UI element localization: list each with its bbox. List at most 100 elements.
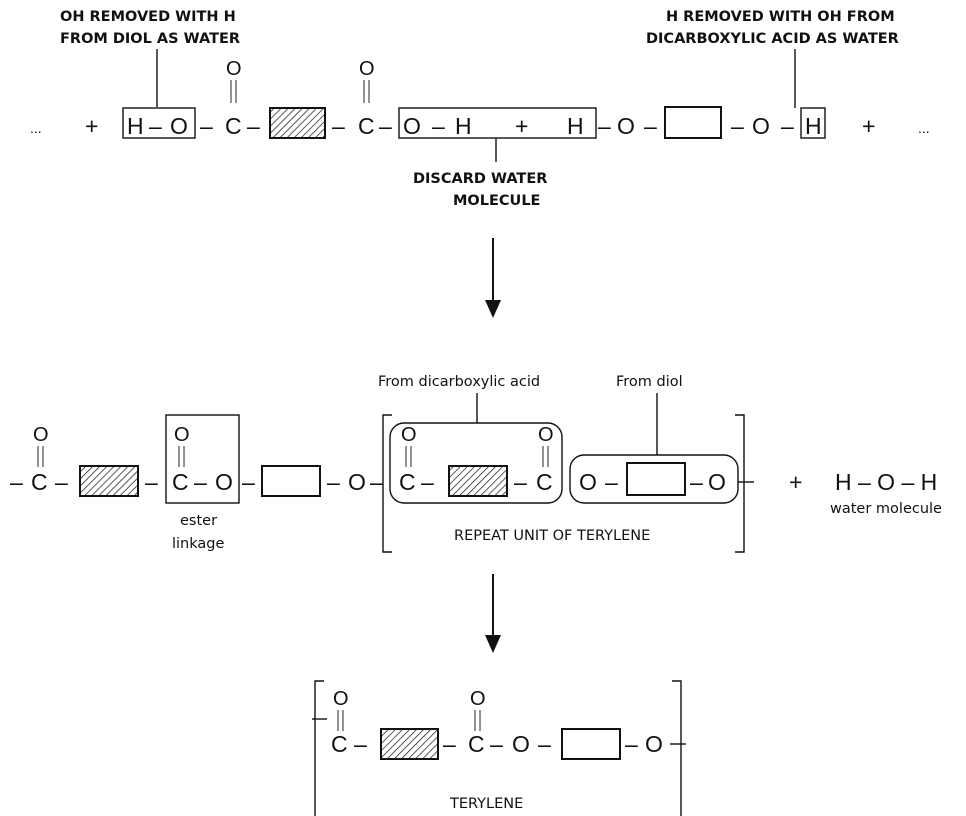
reaction-arrow [485, 574, 501, 653]
bond-dash: – [379, 113, 392, 139]
oxygen-atom: O [348, 469, 366, 495]
carbonyl-oxygen: O [226, 58, 242, 80]
benzene-ring-hatched-box [380, 728, 439, 760]
hydrogen-atom: H [567, 113, 584, 139]
diol-chain-box [561, 728, 621, 760]
water-molecule-label: water molecule [830, 501, 942, 517]
ester-linkage-box [165, 414, 240, 504]
oxygen-atom: O [645, 731, 663, 757]
carbon-atom: C [31, 469, 48, 495]
bond-dash: – [538, 731, 551, 757]
repeat-unit-left-bracket [382, 414, 392, 553]
bond-dash: – [644, 113, 657, 139]
terylene-product: O C – – O C – O – – O TERYLENE [312, 680, 686, 816]
carbon-atom: C [331, 731, 348, 757]
bond-dash: – [332, 113, 345, 139]
bond-dash: – [514, 469, 527, 495]
bond-dash: – [443, 731, 456, 757]
benzene-ring-hatched-box [448, 465, 508, 497]
discard-water-label-line1: DISCARD WATER [413, 171, 547, 187]
terylene-right-bracket [672, 680, 682, 816]
carbonyl-oxygen: O [333, 688, 349, 710]
ester-linkage-label-line1: ester [180, 513, 217, 529]
hydrogen-atom: H [455, 113, 472, 139]
bond-dash: – [625, 731, 638, 757]
plus-sign: + [515, 113, 528, 139]
oxygen-atom: O [617, 113, 635, 139]
bond-dash: – [200, 113, 213, 139]
hydrogen-atom: H [127, 113, 144, 139]
carbon-atom: C [468, 731, 485, 757]
carbonyl-oxygen: O [359, 58, 375, 80]
diol-chain-box [664, 106, 722, 139]
reactants-row: OH REMOVED WITH H FROM DIOL AS WATER H R… [30, 9, 930, 209]
diol-oh-highlight-box [122, 107, 196, 139]
oxygen-atom: O [403, 113, 421, 139]
bond-dash: – [55, 469, 68, 495]
diol-chain-box [261, 465, 321, 497]
plus-sign: + [862, 113, 875, 139]
bond-dash: – [432, 113, 445, 139]
bond-dash: – [598, 113, 611, 139]
ellipsis-right: ... [918, 120, 930, 136]
discard-water-label-line2: MOLECULE [453, 193, 540, 209]
from-dicarboxylic-acid-label: From dicarboxylic acid [378, 374, 540, 390]
dicarboxylic-acid-group-outline [389, 422, 563, 504]
oxygen-atom: O [708, 469, 726, 495]
bond-dash: – [731, 113, 744, 139]
bond-dash: – [242, 469, 255, 495]
water-removal-box [398, 107, 597, 139]
bond-dash: – [490, 731, 503, 757]
bond-dash: – [327, 469, 340, 495]
carbon-atom: C [536, 469, 553, 495]
ester-linkage-label-line2: linkage [172, 536, 224, 552]
oxygen-atom: O [215, 469, 233, 495]
oxygen-atom: O [752, 113, 770, 139]
bond-dash: – [149, 113, 162, 139]
water-formula: H – O – H [835, 469, 937, 495]
oxygen-atom: O [170, 113, 188, 139]
diol-chain-box [626, 462, 686, 496]
from-diol-label: From diol [616, 374, 683, 390]
bond-dash: – [690, 469, 703, 495]
repeat-unit-label: REPEAT UNIT OF TERYLENE [454, 528, 650, 544]
acid-h-highlight-box [800, 107, 826, 139]
h-removed-label-line2: DICARBOXYLIC ACID AS WATER [646, 31, 899, 47]
benzene-ring-hatched-box [269, 107, 326, 139]
oh-removed-label-line2: FROM DIOL AS WATER [60, 31, 240, 47]
hydrogen-atom: H [805, 113, 822, 139]
oh-removed-label-line1: OH REMOVED WITH H [60, 9, 236, 25]
carbonyl-oxygen: O [33, 424, 49, 446]
h-removed-label-line1: H REMOVED WITH OH FROM [666, 9, 895, 25]
polymer-chain-row: From dicarboxylic acid From diol – O C –… [10, 374, 942, 553]
oxygen-atom: O [579, 469, 597, 495]
bond-dash: – [10, 469, 23, 495]
plus-sign: + [789, 469, 802, 495]
bond-dash: – [781, 113, 794, 139]
oxygen-atom: O [512, 731, 530, 757]
bond-dash: – [194, 469, 207, 495]
bond-dash: – [247, 113, 260, 139]
bond-dash: – [370, 469, 383, 495]
bond-dash: – [605, 469, 618, 495]
diol-group-outline [569, 454, 739, 504]
bond-dash: – [421, 469, 434, 495]
carbonyl-oxygen: O [538, 424, 554, 446]
plus-sign: + [85, 113, 98, 139]
carbon-atom: C [399, 469, 416, 495]
carbon-atom: C [172, 469, 189, 495]
carbon-atom: C [225, 113, 242, 139]
carbonyl-oxygen: O [401, 424, 417, 446]
carbonyl-oxygen: O [470, 688, 486, 710]
carbon-atom: C [358, 113, 375, 139]
terylene-label: TERYLENE [449, 796, 523, 812]
terylene-left-bracket [314, 680, 324, 816]
repeat-unit-right-bracket [735, 414, 745, 553]
reaction-arrow [485, 238, 501, 318]
bond-dash: – [145, 469, 158, 495]
benzene-ring-hatched-box [79, 465, 139, 497]
bond-dash: – [354, 731, 367, 757]
carbonyl-oxygen: O [174, 424, 190, 446]
ellipsis-left: ... [30, 120, 42, 136]
